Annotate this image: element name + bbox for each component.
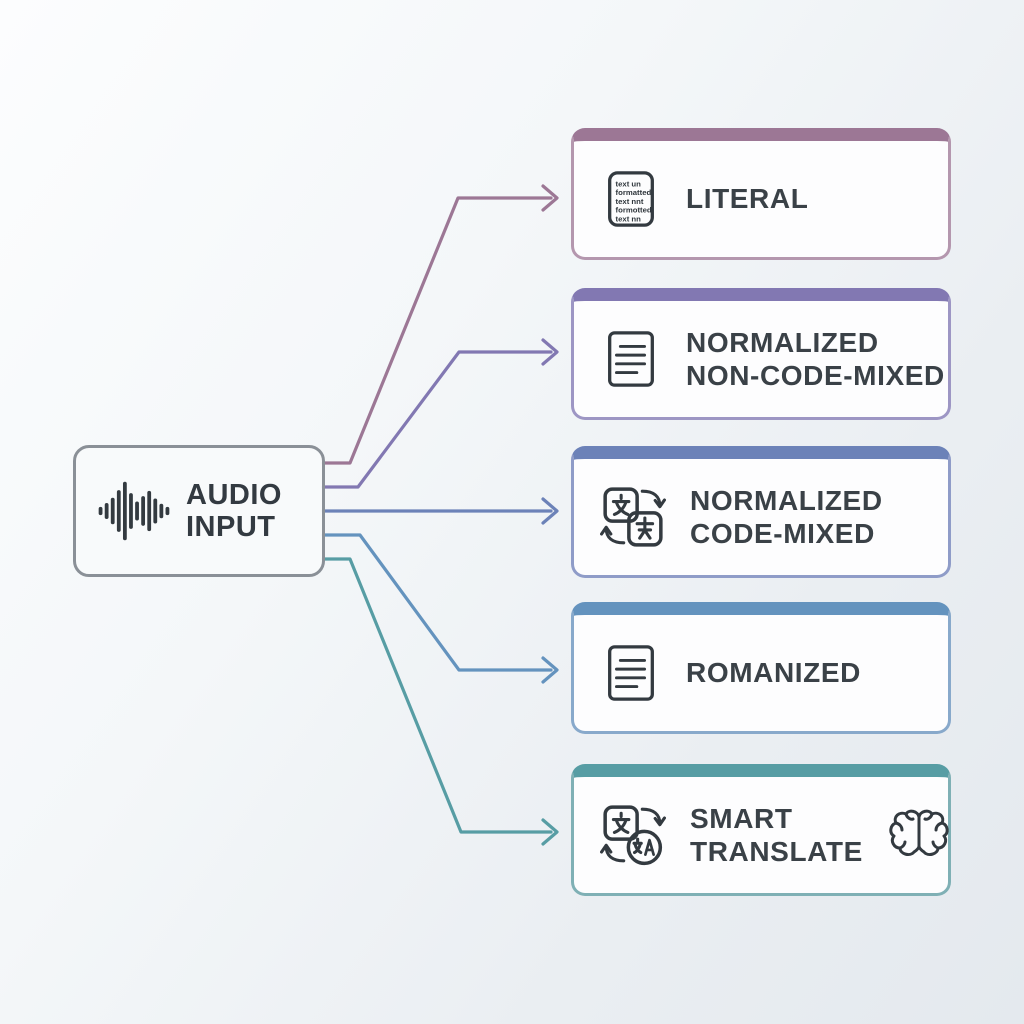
audio-waveform-icon — [96, 473, 172, 549]
arrowhead-normalized-non-code-mixed — [541, 338, 559, 366]
connector-normalized-non-code-mixed — [321, 350, 553, 489]
output-box-literal: text un formatted text nnt formotted tex… — [571, 128, 951, 260]
icon-text-line: text nnt — [616, 197, 644, 206]
audio-label-line2: INPUT — [186, 511, 276, 543]
audio-input-label: AUDIO INPUT — [186, 479, 282, 544]
arrowhead-literal — [541, 184, 559, 212]
output-label-normalized-code-mixed: NORMALIZED CODE-MIXED — [690, 484, 883, 550]
arrowhead-romanized — [541, 656, 559, 684]
output-label-literal: LITERAL — [686, 182, 808, 215]
arrowhead-normalized-code-mixed — [541, 497, 559, 525]
translate-icon — [600, 484, 666, 550]
output-label-normalized-non-code-mixed: NORMALIZED NON-CODE-MIXED — [686, 326, 945, 392]
label-line1: NORMALIZED — [686, 326, 879, 358]
icon-text-line: formotted — [616, 206, 652, 215]
label-line2: TRANSLATE — [690, 836, 863, 867]
label-line2: NON-CODE-MIXED — [686, 360, 945, 391]
output-label-romanized: ROMANIZED — [686, 656, 861, 689]
output-box-smart-translate: SMART TRANSLATE — [571, 764, 951, 896]
output-box-normalized-non-code-mixed: NORMALIZED NON-CODE-MIXED — [571, 288, 951, 420]
connector-literal — [321, 196, 553, 465]
audio-label-line1: AUDIO — [186, 478, 282, 511]
label-line1: LITERAL — [686, 183, 809, 215]
label-line1: SMART — [690, 802, 793, 834]
translate-circle-icon — [600, 802, 666, 868]
document-lines-icon — [600, 328, 662, 390]
document-lines-icon — [600, 642, 662, 704]
arrowhead-smart-translate — [541, 818, 559, 846]
brain-icon — [887, 803, 951, 867]
output-label-smart-translate: SMART TRANSLATE — [690, 802, 863, 868]
icon-text-line: formatted — [616, 188, 652, 197]
connector-romanized — [321, 533, 553, 672]
icon-text-line: text un — [616, 179, 642, 188]
label-line1: NORMALIZED — [690, 484, 883, 516]
output-box-normalized-code-mixed: NORMALIZED CODE-MIXED — [571, 446, 951, 578]
icon-text-line: text nn — [616, 214, 642, 223]
label-line1: ROMANIZED — [686, 657, 861, 689]
connector-smart-translate — [321, 557, 553, 834]
unformatted-text-icon: text un formatted text nnt formotted tex… — [600, 168, 662, 230]
label-line2: CODE-MIXED — [690, 518, 875, 549]
audio-input-box: AUDIO INPUT — [73, 445, 325, 577]
output-box-romanized: ROMANIZED — [571, 602, 951, 734]
